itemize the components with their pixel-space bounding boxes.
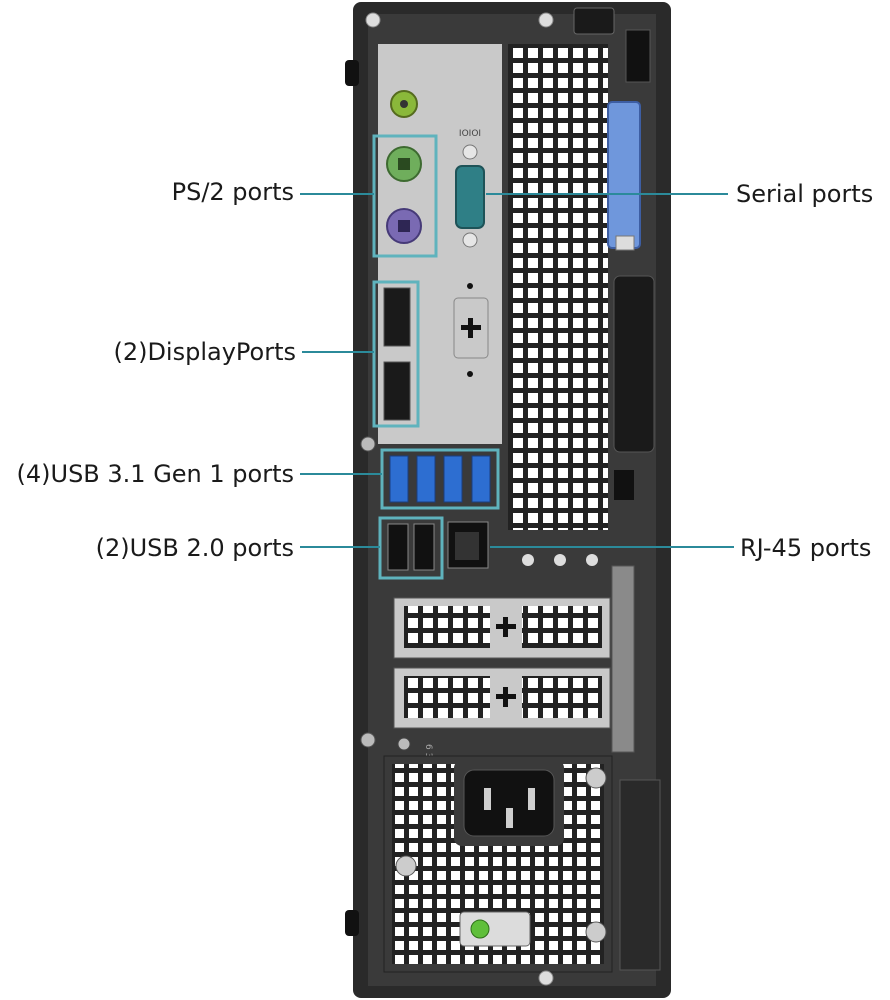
serial-screw-top	[462, 144, 478, 160]
psu-screw-top-right	[585, 767, 607, 789]
serial-glyph: IOIOI	[459, 129, 481, 139]
bottom-screw	[538, 970, 554, 986]
usb2-port-2	[413, 523, 435, 571]
ac-pin-ground	[506, 808, 513, 828]
padlock-loop	[625, 29, 651, 83]
side-clip-bottom	[345, 910, 359, 936]
psu-screw-bottom-left	[395, 855, 417, 877]
top-latch	[573, 7, 615, 35]
expansion-slot-1-grid-right	[522, 606, 602, 648]
plus-vertical	[468, 318, 473, 338]
usb31-callout-box	[380, 448, 500, 510]
side-clip-top	[345, 60, 359, 86]
sensor-hole-2	[554, 554, 566, 566]
top-mid-screw	[538, 12, 554, 28]
io-mount-hole	[360, 436, 376, 452]
usb3-port-2	[416, 455, 436, 503]
expansion-slot-2-grid-left	[404, 676, 490, 718]
top-left-screw	[365, 12, 381, 28]
usb3-port-1	[389, 455, 409, 503]
expansion-slot-2-grid-right	[522, 676, 602, 718]
audio-jack-hole	[400, 100, 408, 108]
serial-ports-label: Serial ports	[736, 180, 874, 208]
usb3-port-4	[471, 455, 491, 503]
expansion-slot-1-plus-v	[503, 617, 508, 637]
release-tab	[607, 101, 641, 249]
ac-power-inlet	[463, 769, 555, 837]
slot-voltage-mark: 6 32	[423, 744, 433, 764]
rj45-ports-label: RJ-45 ports	[740, 534, 872, 562]
expansion-slot-bracket	[611, 565, 635, 753]
ac-pin-left	[484, 788, 491, 810]
usb3-port-3	[443, 455, 463, 503]
displayport-1	[383, 287, 411, 347]
usb20-ports-label: (2)USB 2.0 ports	[95, 534, 294, 562]
ps2-ports-label: PS/2 ports	[171, 178, 294, 206]
displayports-label: (2)DisplayPorts	[113, 338, 296, 366]
sensor-hole-1	[522, 554, 534, 566]
psu-screw-bottom-right	[585, 921, 607, 943]
psu-test-led	[470, 919, 490, 939]
chassis-hole	[360, 732, 376, 748]
plate-screw-hole-bottom	[467, 371, 473, 377]
serial-port	[455, 165, 485, 229]
side-panel-slot	[614, 470, 634, 500]
lock-slot	[615, 235, 635, 251]
usb31-ports-label: (4)USB 3.1 Gen 1 ports	[16, 460, 295, 488]
ac-pin-right	[528, 788, 535, 810]
slot-outline	[453, 297, 489, 359]
plate-screw-hole-top	[467, 283, 473, 289]
displayport-2	[383, 361, 411, 421]
sensor-hole-3	[586, 554, 598, 566]
ps2-callout-box	[372, 134, 438, 258]
ground-screw	[397, 737, 411, 751]
usb2-port-1	[387, 523, 409, 571]
expansion-slot-2-plus-v	[503, 687, 508, 707]
ps2-mouse-key	[398, 220, 410, 232]
expansion-slot-1-grid-left	[404, 606, 490, 648]
serial-screw-bottom	[462, 232, 478, 248]
psu-side-latch	[619, 779, 661, 971]
handle-recess	[613, 275, 655, 453]
ps2-keyboard-key	[398, 158, 410, 170]
displayports-callout-box	[372, 280, 420, 428]
main-vent	[508, 44, 608, 530]
rj45-opening	[455, 532, 479, 560]
